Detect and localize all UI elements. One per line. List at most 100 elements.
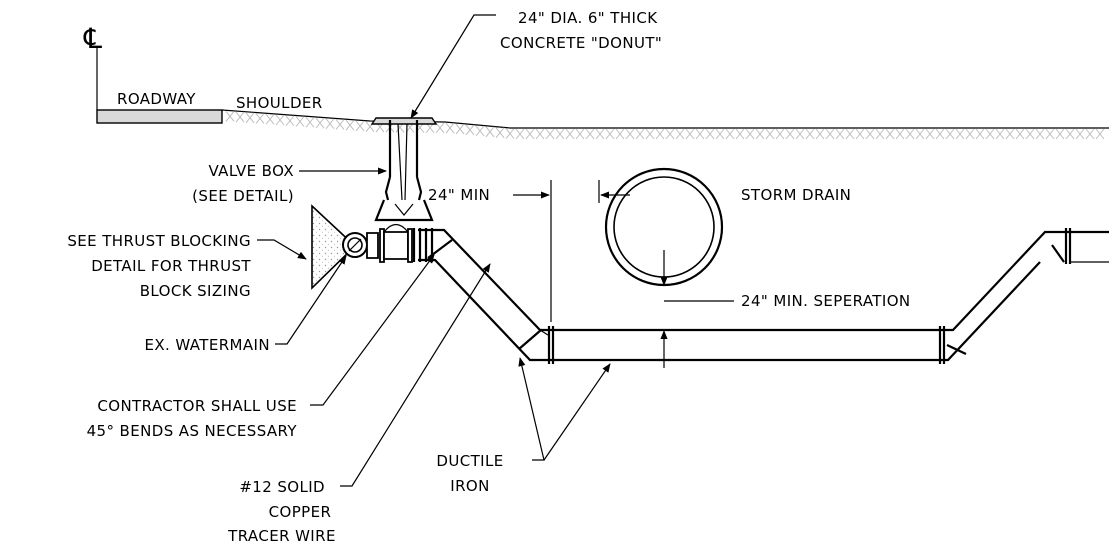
hatch-stroke <box>1005 128 1015 140</box>
existing-watermain <box>342 232 368 258</box>
hatch-stroke <box>915 128 925 140</box>
hatch-stroke <box>805 128 815 140</box>
ductile-label-line2: IRON <box>450 477 489 495</box>
thrust-label-line2: DETAIL FOR THRUST <box>91 257 251 275</box>
concrete-donut <box>370 117 438 125</box>
hatch-stroke <box>275 114 285 126</box>
hatch-stroke <box>955 128 965 140</box>
hatch-stroke <box>685 128 695 140</box>
hatch-stroke <box>835 128 845 140</box>
tee-and-valve <box>366 223 413 263</box>
thrust-label-line1: SEE THRUST BLOCKING <box>67 232 251 250</box>
hatch-stroke <box>285 115 295 127</box>
hatch-stroke <box>325 118 335 130</box>
hatch-stroke <box>265 113 275 125</box>
hatch-stroke <box>945 128 955 140</box>
roadway-label: ROADWAY <box>117 90 196 108</box>
hatch-stroke <box>345 119 355 131</box>
hatch-stroke <box>875 128 885 140</box>
hatch-stroke <box>245 112 255 124</box>
hatch-stroke <box>495 127 505 138</box>
valve-box <box>374 120 434 222</box>
hatch-stroke <box>585 128 595 140</box>
centerline-symbol: ℄ <box>83 22 102 55</box>
contractor-label-line2: 45° BENDS AS NECESSARY <box>87 422 298 440</box>
hatch-stroke <box>535 128 545 140</box>
thrust-label-line3: BLOCK SIZING <box>140 282 251 300</box>
thrust-block <box>311 204 357 290</box>
ductile-label-line1: DUCTILE <box>436 452 503 470</box>
ground-hatch <box>225 111 1105 140</box>
hatch-stroke <box>355 120 365 132</box>
hatch-stroke <box>795 128 805 140</box>
hatch-stroke <box>485 126 495 138</box>
hatch-stroke <box>695 128 705 140</box>
hatch-stroke <box>1075 128 1085 140</box>
hatch-stroke <box>475 125 485 137</box>
hatch-stroke <box>595 128 605 140</box>
hatch-stroke <box>655 128 665 140</box>
hatch-stroke <box>615 128 625 140</box>
leader-lines <box>257 14 611 487</box>
shoulder-label: SHOULDER <box>236 94 323 112</box>
hatch-stroke <box>1065 128 1075 140</box>
watermain-label: EX. WATERMAIN <box>144 336 270 354</box>
hatch-stroke <box>755 128 765 140</box>
hatch-stroke <box>965 128 975 140</box>
hatch-stroke <box>705 128 715 140</box>
valve-box-label-line2: (SEE DETAIL) <box>192 187 294 205</box>
hatch-stroke <box>605 128 615 140</box>
hatch-stroke <box>635 128 645 140</box>
hatch-stroke <box>1085 128 1095 140</box>
hatch-stroke <box>545 128 555 140</box>
hatch-stroke <box>235 111 245 123</box>
hatch-stroke <box>975 128 985 140</box>
hatch-stroke <box>725 128 735 140</box>
hatch-stroke <box>905 128 915 140</box>
hatch-stroke <box>815 128 825 140</box>
separation-dimension <box>660 250 734 368</box>
donut-label-line1: 24" DIA. 6" THICK <box>518 9 658 27</box>
contractor-label-line1: CONTRACTOR SHALL USE <box>97 397 297 415</box>
hatch-stroke <box>775 128 785 140</box>
hatch-stroke <box>785 128 795 140</box>
hatch-stroke <box>1045 128 1055 140</box>
centerline-marker: ℄ <box>83 22 102 110</box>
roadway-pavement <box>96 109 223 124</box>
hatch-stroke <box>295 116 305 127</box>
hatch-stroke <box>515 128 525 140</box>
hatch-stroke <box>435 122 445 134</box>
hatch-stroke <box>625 128 635 140</box>
hatch-stroke <box>855 128 865 140</box>
hatch-stroke <box>575 128 585 140</box>
hatch-stroke <box>255 113 265 124</box>
hatch-stroke <box>765 128 775 140</box>
min-label: 24" MIN <box>428 186 490 204</box>
hatch-stroke <box>995 128 1005 140</box>
hatch-stroke <box>1095 128 1105 140</box>
hatch-stroke <box>665 128 675 140</box>
valve-box-label-line1: VALVE BOX <box>208 162 294 180</box>
hatch-stroke <box>525 128 535 140</box>
hatch-stroke <box>885 128 895 140</box>
hatch-stroke <box>845 128 855 140</box>
tracer-label-line3: TRACER WIRE <box>227 527 336 545</box>
hatch-stroke <box>675 128 685 140</box>
donut-label-line2: CONCRETE "DONUT" <box>500 34 662 52</box>
separation-label: 24" MIN. SEPERATION <box>741 292 911 310</box>
hatch-stroke <box>1035 128 1045 140</box>
hatch-stroke <box>465 124 475 136</box>
hatch-stroke <box>865 128 875 140</box>
hatch-stroke <box>1025 128 1035 140</box>
min-clearance-dimension <box>513 180 630 322</box>
hatch-stroke <box>825 128 835 140</box>
storm-drain-label: STORM DRAIN <box>741 186 851 204</box>
hatch-stroke <box>315 117 325 129</box>
hatch-stroke <box>335 119 345 130</box>
ground-surface <box>221 109 1109 129</box>
hatch-stroke <box>1015 128 1025 140</box>
hatch-stroke <box>895 128 905 140</box>
hatch-stroke <box>925 128 935 140</box>
hatch-stroke <box>555 128 565 140</box>
